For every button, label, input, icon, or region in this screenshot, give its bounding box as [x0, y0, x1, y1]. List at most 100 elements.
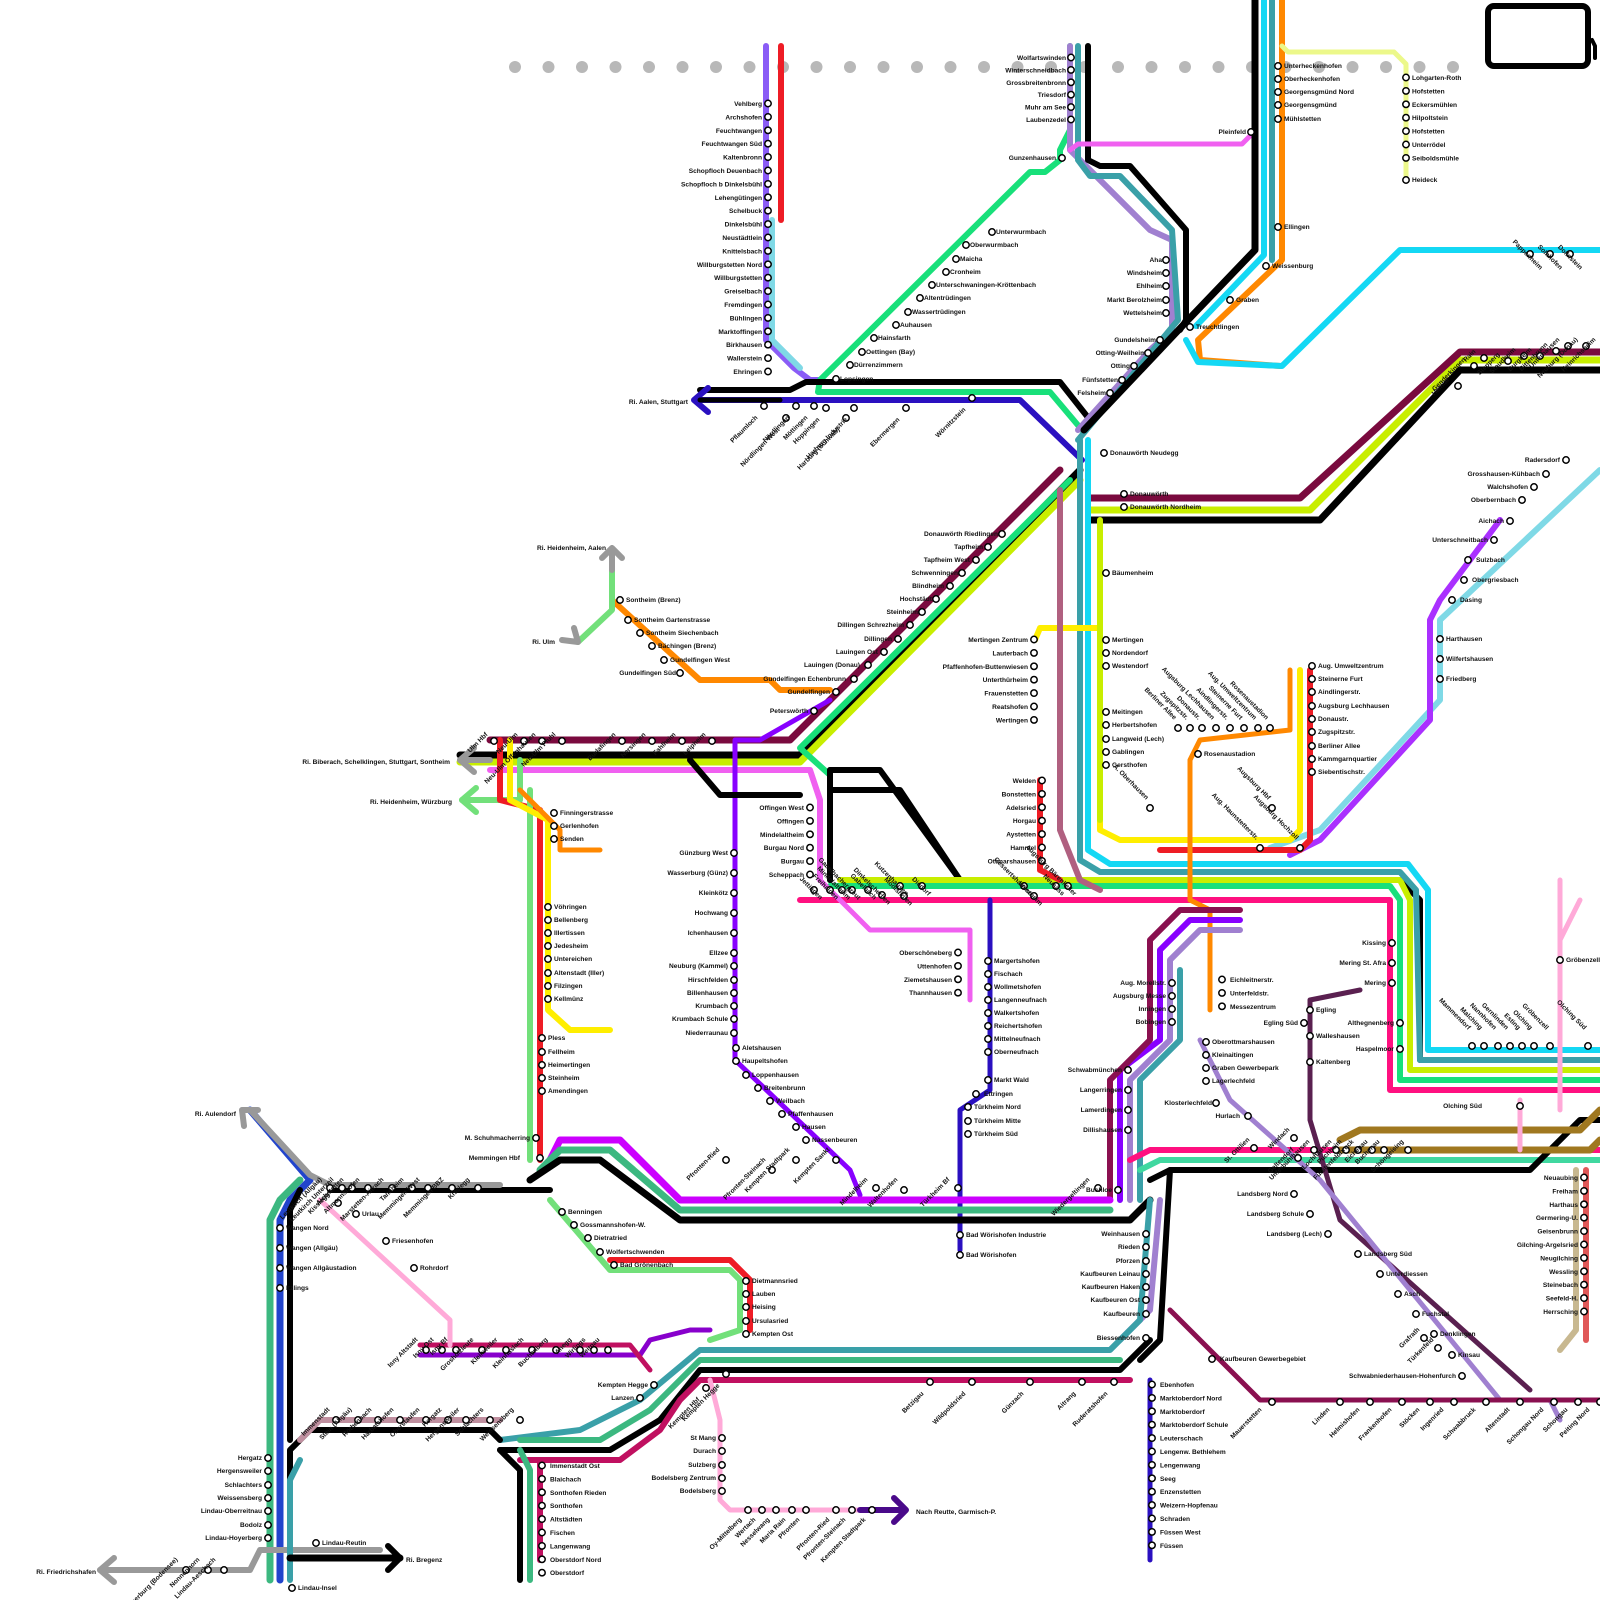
arrow-ulm[interactable]	[559, 625, 581, 645]
station-label[interactable]: Leuterschach	[1160, 1436, 1203, 1443]
station-marker[interactable]	[764, 166, 772, 175]
station-label[interactable]: Langenwang	[550, 1543, 590, 1550]
station-label[interactable]: Ellingen	[1284, 224, 1310, 231]
station-marker[interactable]	[1168, 992, 1176, 1000]
station-label[interactable]: Dietratried	[594, 1235, 627, 1242]
station-label-diagonal[interactable]: Waltenhofen	[867, 1176, 900, 1209]
station-label[interactable]: Unterschwaningen-Kröttenbach	[936, 282, 1036, 289]
station-label-diagonal[interactable]: Linden	[1311, 1406, 1331, 1426]
station-label-diagonal[interactable]: Augsburg Hochzoll	[1252, 794, 1300, 842]
station-label[interactable]: Bodolz	[240, 1522, 263, 1529]
line-teal-main[interactable]	[1077, 437, 1600, 1063]
station-marker[interactable]	[1020, 882, 1028, 890]
station-marker[interactable]	[1106, 389, 1114, 397]
station-label[interactable]: Pfaffenhausen	[788, 1111, 833, 1118]
station-label[interactable]: Memmingen Hbf	[469, 1155, 521, 1162]
station-label[interactable]: Gersthofen	[1112, 762, 1147, 769]
station-marker[interactable]	[870, 334, 878, 342]
station-marker[interactable]	[1308, 702, 1316, 710]
station-marker[interactable]	[1464, 556, 1472, 564]
station-label[interactable]: Krumbach Schule	[672, 1016, 728, 1023]
station-label[interactable]: Rieden	[1118, 1244, 1140, 1251]
station-label[interactable]: Landsberg Schule	[1247, 1211, 1304, 1218]
station-marker[interactable]	[354, 1416, 362, 1424]
station-marker[interactable]	[1580, 1186, 1588, 1195]
station-marker[interactable]	[438, 1346, 446, 1354]
station-label[interactable]: Krumbach	[695, 1003, 728, 1010]
line-lime-ingolstadt[interactable]	[1086, 356, 1600, 514]
station-marker[interactable]	[1480, 354, 1488, 362]
station-label[interactable]: Kaufbeuren Ost	[1091, 1297, 1141, 1304]
station-marker[interactable]	[850, 404, 858, 412]
station-label[interactable]: Marktoberdorf Schule	[1160, 1422, 1228, 1429]
station-marker[interactable]	[718, 1474, 726, 1482]
station-label[interactable]: Fischen	[550, 1530, 575, 1537]
station-marker[interactable]	[1308, 728, 1316, 736]
line-lilac-lechfeld[interactable]	[1197, 1037, 1563, 1423]
station-marker[interactable]	[624, 616, 632, 624]
station-label[interactable]: Lengenw. Bethlehem	[1160, 1449, 1226, 1456]
station-marker[interactable]	[264, 1494, 272, 1502]
station-marker[interactable]	[422, 1346, 430, 1354]
station-label[interactable]: Urlau	[362, 1211, 379, 1218]
station-marker[interactable]	[792, 1123, 800, 1131]
station-label[interactable]: Berliner Allee	[1318, 743, 1361, 750]
station-label[interactable]: Otting	[1111, 363, 1130, 370]
station-label[interactable]: Maicha	[960, 256, 983, 263]
station-marker[interactable]	[1402, 86, 1410, 95]
station-marker[interactable]	[1530, 483, 1538, 491]
station-marker[interactable]	[538, 1048, 546, 1056]
station-label[interactable]: Steinheim	[886, 609, 918, 616]
station-label[interactable]: Kaufbeuren Leinau	[1080, 1271, 1140, 1278]
station-label[interactable]: Meitingen	[1112, 709, 1143, 716]
station-label[interactable]: Oberneufnach	[994, 1049, 1039, 1056]
station-label[interactable]: Blaichach	[550, 1476, 581, 1483]
station-label[interactable]: Breitenbrunn	[764, 1085, 805, 1092]
station-label[interactable]: Friedberg	[1446, 676, 1476, 683]
station-marker[interactable]	[984, 983, 992, 991]
station-marker[interactable]	[846, 361, 854, 369]
station-marker[interactable]	[1518, 1042, 1526, 1050]
station-label[interactable]: Horgau	[1013, 818, 1036, 825]
station-marker[interactable]	[1120, 490, 1128, 498]
station-marker[interactable]	[702, 1384, 710, 1392]
station-marker[interactable]	[1436, 675, 1444, 683]
station-marker[interactable]	[764, 153, 772, 162]
station-label[interactable]: Gunzenhausen	[1009, 155, 1056, 162]
station-label[interactable]: Untereichen	[554, 956, 592, 963]
station-label[interactable]: Landsberg Süd	[1364, 1251, 1412, 1258]
station-marker[interactable]	[452, 1346, 460, 1354]
station-marker[interactable]	[1247, 128, 1255, 136]
station-label[interactable]: Nassenbeuren	[812, 1137, 857, 1144]
station-marker[interactable]	[1574, 1398, 1582, 1406]
station-marker[interactable]	[918, 882, 926, 890]
station-label[interactable]: Sontheim (Brenz)	[626, 597, 681, 604]
station-marker[interactable]	[1542, 470, 1550, 478]
line-maroon-fuessen[interactable]	[1167, 1307, 1600, 1403]
station-label[interactable]: Kellmünz	[554, 996, 584, 1003]
station-label[interactable]: Neugilching	[1540, 1255, 1578, 1262]
station-marker[interactable]	[1148, 1474, 1156, 1483]
station-label-diagonal[interactable]: Wörnitzstein	[934, 406, 967, 439]
station-marker[interactable]	[806, 843, 814, 852]
station-marker[interactable]	[276, 1244, 284, 1252]
station-marker[interactable]	[1198, 724, 1206, 732]
station-label[interactable]: Tapfheim	[954, 544, 983, 551]
station-label[interactable]: Aystetten	[1006, 832, 1036, 839]
station-marker[interactable]	[1584, 1042, 1592, 1050]
station-marker[interactable]	[486, 1416, 494, 1424]
station-marker[interactable]	[1102, 761, 1110, 769]
line-yellow-illertal[interactable]	[507, 737, 613, 1033]
station-marker[interactable]	[964, 1130, 972, 1138]
station-marker[interactable]	[1506, 517, 1514, 525]
station-marker[interactable]	[1102, 569, 1110, 577]
station-label[interactable]: Wangen Allgäustadion	[286, 1265, 357, 1272]
station-label[interactable]: Eichleitnerstr.	[1230, 977, 1274, 984]
station-label[interactable]: Mering	[1364, 980, 1386, 987]
station-label[interactable]: Altentrüdingen	[924, 295, 971, 302]
station-marker[interactable]	[1306, 1058, 1314, 1066]
station-marker[interactable]	[1368, 1146, 1376, 1154]
station-marker[interactable]	[1308, 675, 1316, 683]
station-marker[interactable]	[1306, 1210, 1314, 1218]
station-marker[interactable]	[1038, 856, 1046, 865]
